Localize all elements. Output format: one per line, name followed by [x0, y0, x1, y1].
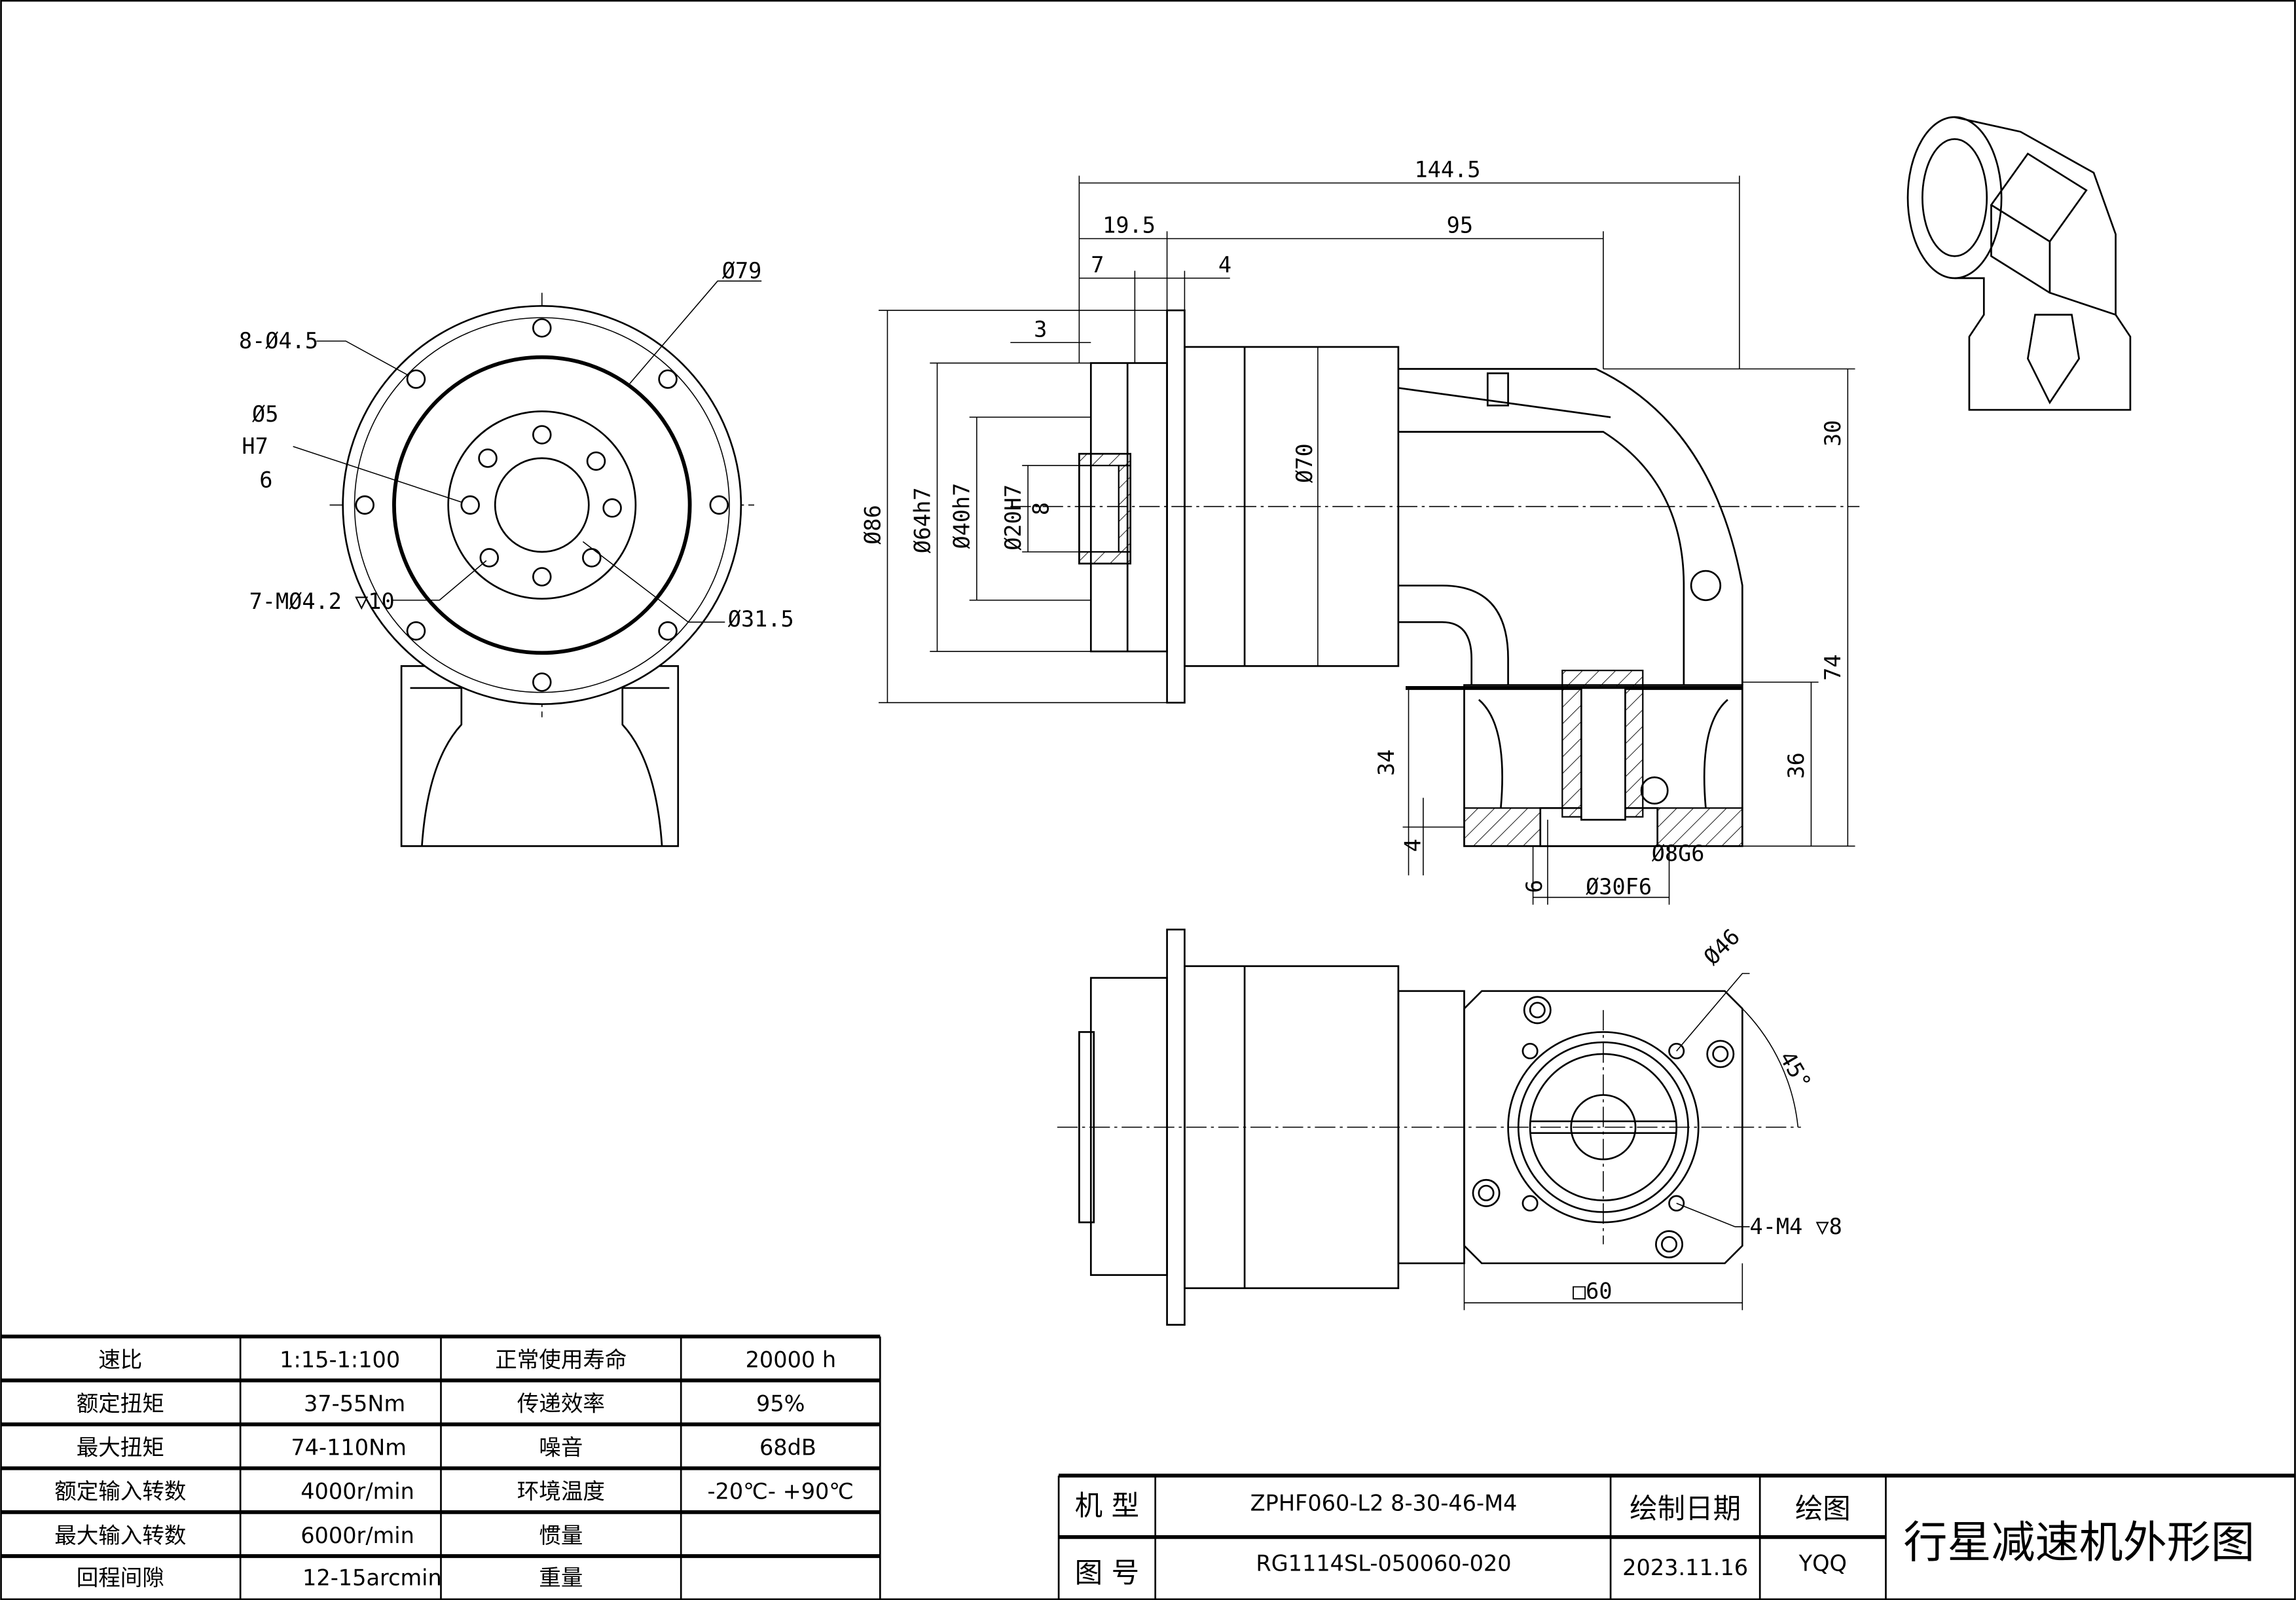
- drawer-label: 绘图: [1795, 1493, 1851, 1525]
- date-label: 绘制日期: [1630, 1493, 1741, 1525]
- dim-dia-20: Ø20H7: [1000, 484, 1026, 551]
- date-value: 2023.11.16: [1622, 1555, 1748, 1580]
- drawing-no-label: 图 号: [1075, 1557, 1139, 1590]
- label-tapped-holes: 7-MØ4.2 ▽10: [249, 589, 395, 614]
- dim-dia-30f6: Ø30F6: [1586, 874, 1652, 900]
- side-view: 144.5 19.5 95 7 4 3 Ø86 Ø64h7 Ø40h7 Ø20H…: [860, 157, 1860, 905]
- spec-cell: 12-15arcmin: [302, 1565, 442, 1591]
- drawing-title: 行星减速机外形图: [1903, 1517, 2255, 1568]
- dim-w6: 6: [1522, 880, 1547, 893]
- spec-cell: 速比: [98, 1347, 142, 1372]
- label-8-holes: 8-Ø4.5: [239, 328, 318, 354]
- dim-flange-offset: 19.5: [1102, 213, 1156, 238]
- dim-pcd46: Ø46: [1699, 924, 1745, 970]
- dim-flange-thk: 7: [1091, 252, 1104, 278]
- drawer-value: YQQ: [1798, 1550, 1847, 1576]
- spec-cell: 4000r/min: [301, 1479, 414, 1504]
- dim-tapped: 4-M4 ▽8: [1750, 1214, 1842, 1239]
- isometric-view: [1906, 116, 2132, 411]
- dim-step: 4: [1218, 252, 1231, 278]
- spec-cell: 额定输入转数: [54, 1479, 186, 1504]
- dim-body-length: 95: [1447, 213, 1473, 238]
- dim-angle: 45°: [1774, 1047, 1816, 1094]
- spec-cell: 37-55Nm: [304, 1391, 405, 1417]
- dim-h74: 74: [1820, 654, 1846, 680]
- dim-recess: 3: [1034, 316, 1047, 342]
- label-pin-fit: H7: [242, 433, 268, 459]
- dim-overall-length: 144.5: [1414, 157, 1480, 183]
- spec-cell: 最大输入转数: [54, 1523, 186, 1548]
- spec-cell: 95%: [756, 1391, 805, 1417]
- dim-dia-70: Ø70: [1292, 443, 1317, 483]
- spec-cell: 回程间隙: [77, 1565, 164, 1591]
- spec-cell: 20000 h: [746, 1347, 837, 1372]
- title-block: 机 型 ZPHF060-L2 8-30-46-M4 绘制日期 绘图 图 号 RG…: [1057, 1474, 2296, 1600]
- spec-cell: 最大扭矩: [77, 1435, 164, 1461]
- dim-dia-64: Ø64h7: [909, 487, 935, 553]
- dim-h30: 30: [1820, 420, 1846, 446]
- spec-cell: 正常使用寿命: [495, 1347, 627, 1372]
- spec-cell: 68dB: [759, 1435, 816, 1461]
- label-pin-dia: Ø5: [252, 401, 278, 427]
- dim-dia-8g6: Ø8G6: [1652, 841, 1705, 866]
- spec-cell: -20℃- +90℃: [707, 1479, 854, 1504]
- dim-h4: 4: [1400, 839, 1425, 852]
- dim-dia-8: 8: [1028, 502, 1053, 515]
- spec-cell: 1:15-1:100: [280, 1347, 400, 1372]
- spec-cell: 重量: [539, 1565, 583, 1591]
- dim-h36: 36: [1783, 752, 1809, 778]
- label-pcd: Ø31.5: [728, 606, 794, 632]
- dim-dia-86: Ø86: [860, 505, 885, 545]
- bottom-view: Ø46 45° 4-M4 ▽8 □60: [1057, 924, 1842, 1326]
- model-value: ZPHF060-L2 8-30-46-M4: [1250, 1491, 1518, 1516]
- dim-h34: 34: [1374, 750, 1399, 776]
- outer-bolt-holes: [355, 318, 729, 692]
- spec-cell: 6000r/min: [301, 1523, 414, 1548]
- spec-table: 速比 1:15-1:100 正常使用寿命 20000 h 额定扭矩 37-55N…: [0, 1334, 881, 1600]
- inner-tapped-holes: [460, 425, 622, 587]
- label-flange-dia: Ø79: [722, 258, 762, 283]
- spec-cell: 噪音: [539, 1435, 583, 1461]
- spec-cell: 额定扭矩: [77, 1391, 164, 1417]
- front-view: 8-Ø4.5 Ø79 Ø5 H7 6 7-MØ4.2 ▽10 Ø31.5: [239, 258, 794, 847]
- spec-cell: 环境温度: [517, 1479, 605, 1504]
- spec-cell: 传递效率: [517, 1391, 605, 1417]
- model-label: 机 型: [1075, 1490, 1139, 1522]
- label-pin-depth: 6: [259, 467, 272, 493]
- spec-cell: 74-110Nm: [291, 1435, 407, 1461]
- spec-cell: 惯量: [539, 1523, 583, 1548]
- drawing-no-value: RG1114SL-050060-020: [1256, 1550, 1511, 1576]
- dim-dia-40: Ø40h7: [949, 483, 975, 549]
- dim-square: □60: [1573, 1278, 1613, 1303]
